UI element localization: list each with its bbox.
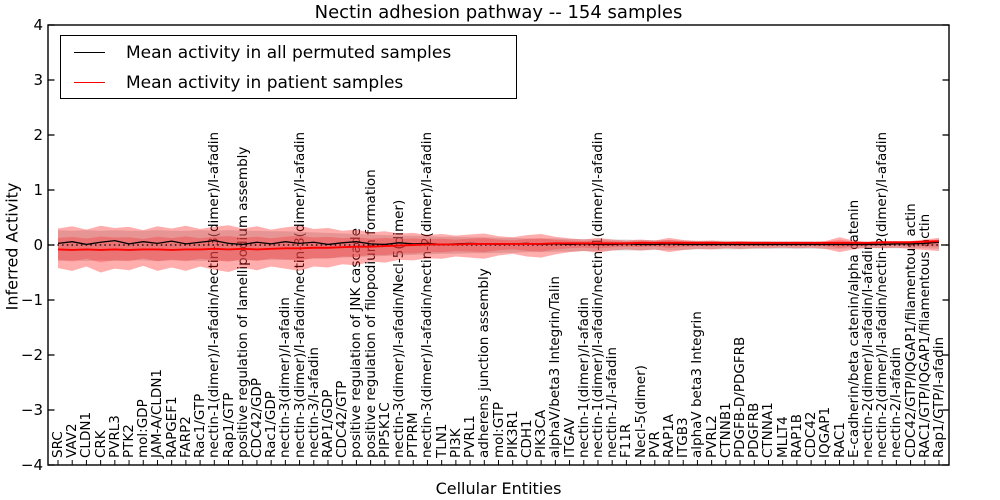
permuted-spread-band bbox=[58, 230, 939, 261]
patient-spread-band-outer bbox=[58, 225, 939, 273]
chart-title: Nectin adhesion pathway -- 154 samples bbox=[314, 2, 683, 23]
y-tick-label: 1 bbox=[33, 181, 43, 199]
patient-mean-line bbox=[57, 240, 940, 251]
y-tick-label: −1 bbox=[20, 291, 43, 309]
legend: Mean activity in all permuted samples Me… bbox=[60, 35, 517, 99]
y-tick-label: −4 bbox=[20, 456, 43, 474]
y-tick-label: −2 bbox=[20, 346, 43, 364]
y-tick-label: 2 bbox=[33, 126, 43, 144]
legend-line-patient-icon bbox=[74, 82, 105, 83]
y-tick-label: −3 bbox=[20, 401, 43, 419]
legend-label-patient: Mean activity in patient samples bbox=[126, 72, 404, 93]
legend-entry-permuted: Mean activity in all permuted samples bbox=[61, 39, 516, 66]
legend-label-permuted: Mean activity in all permuted samples bbox=[126, 42, 452, 63]
y-tick-label: 3 bbox=[33, 71, 43, 89]
y-tick-label: 0 bbox=[33, 236, 43, 254]
y-tick-label: 4 bbox=[33, 16, 43, 34]
legend-line-permuted-icon bbox=[74, 52, 105, 53]
legend-entry-patient: Mean activity in patient samples bbox=[61, 69, 516, 96]
plot-series-group bbox=[48, 225, 949, 273]
x-axis-title: Cellular Entities bbox=[435, 479, 562, 498]
